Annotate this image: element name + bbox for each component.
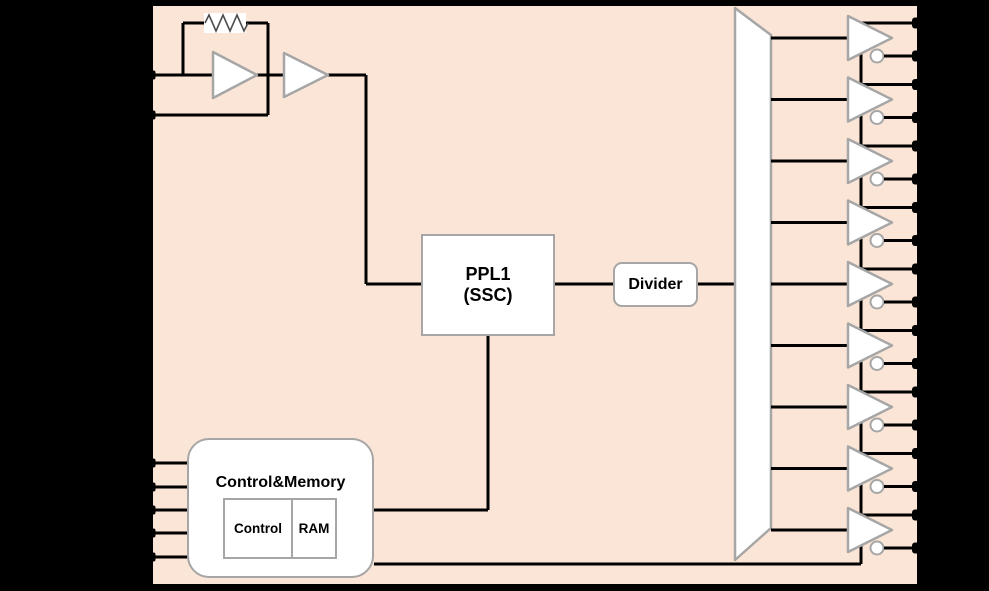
- output-buffer-icon: [846, 76, 894, 123]
- clock-distribution-trapezoid: [733, 6, 773, 562]
- output-buffer-icon: [846, 199, 894, 246]
- output-buffer-icon: [846, 383, 894, 431]
- inverter-bubble-icon: [869, 171, 885, 187]
- inverter-bubble-icon: [869, 233, 885, 248]
- inverter-bubble-icon: [869, 479, 885, 494]
- output-pin: [912, 358, 924, 369]
- output-buffer-icon: [846, 506, 894, 554]
- output-pin: [912, 140, 924, 152]
- output-pin: [912, 173, 924, 185]
- inverter-bubble-icon: [869, 110, 885, 125]
- output-pin: [912, 202, 924, 213]
- output-buffer-icon: [846, 14, 894, 62]
- ram-sub-block: RAM: [291, 500, 335, 557]
- output-buffer-icon: [846, 137, 894, 185]
- input-pin: [146, 528, 156, 538]
- resistor-icon: [204, 13, 249, 33]
- oscillator-amplifier-icon: [282, 51, 330, 99]
- pll-block: PPL1 (SSC): [421, 234, 555, 336]
- output-pin: [912, 17, 924, 29]
- output-pin: [912, 386, 924, 398]
- inverter-bubble-icon: [869, 417, 885, 433]
- output-pin: [912, 79, 924, 90]
- output-pin: [912, 481, 924, 492]
- input-pin: [146, 505, 156, 515]
- input-pin: [146, 70, 156, 80]
- output-pin: [912, 263, 924, 275]
- input-pin: [146, 458, 156, 468]
- input-pin: [146, 552, 156, 562]
- control-memory-inner-box: Control RAM: [223, 498, 337, 559]
- inverter-bubble-icon: [869, 294, 885, 310]
- input-pin: [146, 482, 156, 492]
- inverter-bubble-icon: [869, 540, 885, 556]
- divider-label: Divider: [628, 275, 683, 293]
- inverter-bubble-icon: [869, 48, 885, 64]
- control-memory-block: Control&Memory Control RAM: [187, 438, 374, 578]
- pll-label-line1: PPL1: [465, 264, 511, 284]
- inverter-bubble-icon: [869, 356, 885, 371]
- output-buffer-icon: [846, 445, 894, 492]
- output-pin: [912, 50, 924, 62]
- output-pin: [912, 325, 924, 336]
- output-pin: [912, 235, 924, 246]
- oscillator-amplifier-icon: [211, 50, 259, 100]
- output-pin: [912, 112, 924, 123]
- output-buffer-icon: [846, 322, 894, 369]
- divider-block: Divider: [613, 262, 698, 307]
- pll-label-line2: (SSC): [463, 285, 513, 305]
- output-pin: [912, 509, 924, 521]
- control-memory-title: Control&Memory: [215, 474, 346, 491]
- control-sub-block: Control: [234, 521, 282, 536]
- output-pin: [912, 296, 924, 308]
- input-pin: [146, 110, 156, 120]
- output-pin: [912, 542, 924, 554]
- output-pin: [912, 448, 924, 459]
- output-buffer-icon: [846, 260, 894, 308]
- output-pin: [912, 419, 924, 431]
